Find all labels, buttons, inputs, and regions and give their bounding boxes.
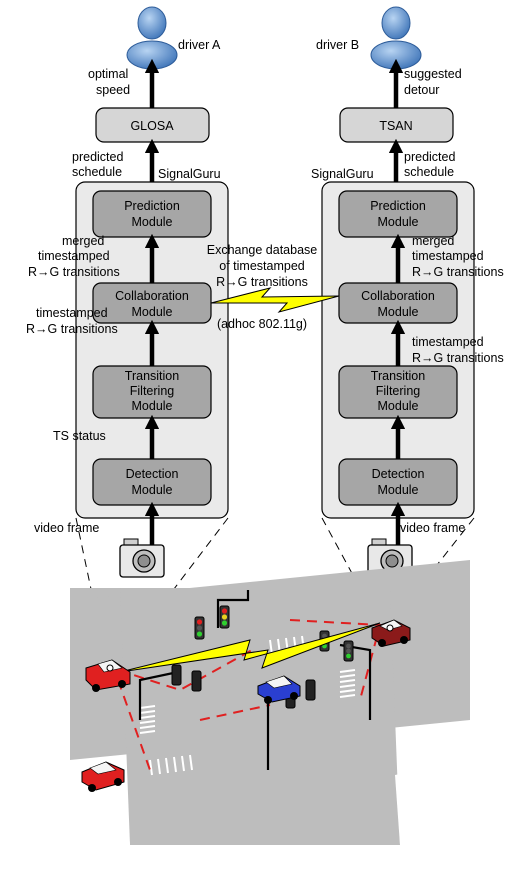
left-car-view-line — [117, 649, 253, 692]
right-merged-line2: timestamped — [412, 249, 484, 263]
left-timestamped-line2: R→G transitions — [26, 322, 118, 336]
left-detection-module — [92, 458, 212, 506]
left-merged-line1: merged — [62, 234, 104, 248]
car-wireless-link-icon — [119, 622, 381, 673]
car-c-icon — [81, 761, 125, 792]
glosa-label: GLOSA — [130, 119, 174, 133]
right-prediction-line1: Prediction — [370, 199, 426, 213]
car-b-icon — [371, 619, 411, 647]
traffic-light-4-icon — [191, 670, 202, 692]
left-merged-line3: R→G transitions — [28, 265, 120, 279]
left-video-frame-label: video frame — [34, 521, 99, 535]
driver-b-icon — [370, 6, 422, 70]
right-signalguru-label: SignalGuru — [311, 167, 374, 181]
exchange-line2: of timestamped — [219, 259, 305, 273]
left-detection-line1: Detection — [126, 467, 179, 481]
left-timestamped-line1: timestamped — [36, 306, 108, 320]
traffic-light-2-icon — [219, 605, 230, 629]
left-detection-line2: Module — [132, 483, 173, 497]
left-camera-icon — [119, 538, 165, 578]
right-detection-line2: Module — [378, 483, 419, 497]
left-merged-line2: timestamped — [38, 249, 110, 263]
right-schedule: schedule — [404, 165, 454, 179]
intersection-scene — [70, 560, 470, 845]
traffic-pole-west — [138, 670, 179, 720]
right-detection-module — [338, 458, 458, 506]
left-prediction-module — [92, 190, 212, 238]
left-signalguru-label: SignalGuru — [158, 167, 221, 181]
right-merged-line3: R→G transitions — [412, 265, 504, 279]
adhoc-label: (adhoc 802.11g) — [217, 317, 307, 331]
traffic-light-3-icon — [171, 664, 182, 686]
wireless-link-icon — [210, 287, 340, 313]
tsan-label: TSAN — [379, 119, 412, 133]
traffic-light-1-icon — [194, 616, 205, 640]
left-prediction-line2: Module — [132, 215, 173, 229]
driver-a-label: driver A — [178, 38, 221, 52]
optimal-speed-line1: optimal — [88, 67, 128, 81]
left-collaboration-line1: Collaboration — [115, 289, 189, 303]
right-collaboration-line2: Module — [378, 305, 419, 319]
left-filtering-line2: Filtering — [130, 384, 175, 398]
right-prediction-module — [338, 190, 458, 238]
suggested-detour-line2: detour — [404, 83, 439, 97]
car-a-icon — [85, 659, 131, 692]
traffic-light-8-icon — [343, 640, 354, 662]
left-predicted: predicted — [72, 150, 123, 164]
right-video-frame-label: video frame — [400, 521, 465, 535]
right-filtering-line1: Transition — [371, 369, 425, 383]
optimal-speed-line2: speed — [96, 83, 130, 97]
right-collaboration-line1: Collaboration — [361, 289, 435, 303]
driver-a-icon — [126, 6, 178, 70]
ts-status-label: TS status — [53, 429, 106, 443]
right-timestamped-line2: R→G transitions — [412, 351, 504, 365]
exchange-line1: Exchange database — [207, 243, 318, 257]
left-prediction-line1: Prediction — [124, 199, 180, 213]
left-filtering-line1: Transition — [125, 369, 179, 383]
traffic-light-6-icon — [305, 679, 316, 701]
right-detection-line1: Detection — [372, 467, 425, 481]
driver-b-label: driver B — [316, 38, 359, 52]
left-filtering-line3: Module — [132, 399, 173, 413]
right-merged-line1: merged — [412, 234, 454, 248]
left-schedule: schedule — [72, 165, 122, 179]
left-collaboration-line2: Module — [132, 305, 173, 319]
right-timestamped-line1: timestamped — [412, 335, 484, 349]
right-predicted: predicted — [404, 150, 455, 164]
right-prediction-line2: Module — [378, 215, 419, 229]
suggested-detour-line1: suggested — [404, 67, 462, 81]
center-view-line — [199, 704, 271, 721]
traffic-pole-north — [216, 590, 250, 628]
right-filtering-line2: Filtering — [376, 384, 421, 398]
right-filtering-line3: Module — [378, 399, 419, 413]
exchange-line3: R→G transitions — [216, 275, 308, 289]
car-blue-icon — [257, 675, 301, 704]
